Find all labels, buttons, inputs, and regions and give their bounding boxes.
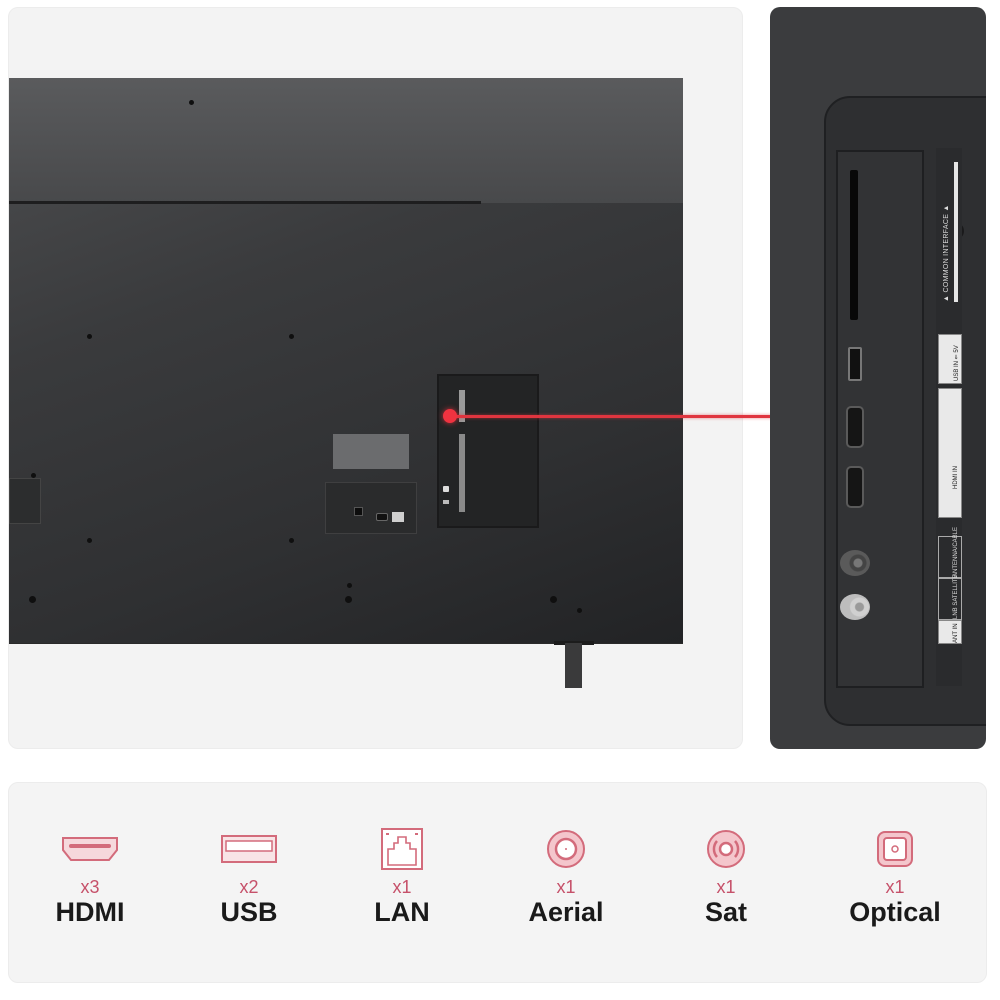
aerial-name: Aerial <box>528 897 604 927</box>
screw-hole <box>189 100 194 105</box>
usb-icon <box>174 827 324 871</box>
connector-sat: x1 Sat <box>651 827 801 927</box>
sat-icon <box>651 827 801 871</box>
antenna-port <box>840 550 870 576</box>
screw-hole <box>31 473 36 478</box>
tv-rear-panel <box>8 7 743 749</box>
stand-neck <box>565 643 582 688</box>
lan-port <box>392 512 404 522</box>
aerial-icon <box>491 827 641 871</box>
tv-seam <box>9 201 481 204</box>
io-inner-panel <box>836 150 924 688</box>
callout-marker <box>443 409 457 423</box>
connectivity-summary: x3 HDMI x2 USB x1 LAN x1 Aerial x1 Sat x… <box>8 782 987 983</box>
hdmi-name: HDMI <box>55 897 125 927</box>
lan-count: x1 <box>392 877 412 897</box>
vesa-hole <box>87 334 92 339</box>
callout-line <box>449 415 774 418</box>
hdmi-label: HDMI IN <box>938 388 962 518</box>
hdmi-icon <box>15 827 165 871</box>
connector-aerial: x1 Aerial <box>491 827 641 927</box>
io-bezel: ▲ COMMON INTERFACE ▲ USB IN ⇐ 5V HDMI IN… <box>824 96 986 726</box>
common-interface-slot <box>850 170 858 320</box>
power-inlet <box>9 478 41 524</box>
screw-hole <box>577 608 582 613</box>
optical-icon <box>820 827 970 871</box>
coax-port <box>443 500 449 504</box>
connector-usb: x2 USB <box>174 827 324 927</box>
screw-hole <box>29 596 36 603</box>
vesa-hole <box>289 334 294 339</box>
hdmi-count: x3 <box>80 877 100 897</box>
rear-io-box <box>325 482 417 534</box>
sat-name: Sat <box>704 897 748 927</box>
connector-lan: x1 LAN <box>327 827 477 927</box>
ant-in-label: ANT IN <box>938 620 962 644</box>
aerial-count: x1 <box>556 877 576 897</box>
screw-hole <box>550 596 557 603</box>
port-label-strip: ▲ COMMON INTERFACE ▲ USB IN ⇐ 5V HDMI IN… <box>936 148 962 686</box>
usb-count: x2 <box>239 877 259 897</box>
optical-port <box>354 507 363 516</box>
tv-upper-section <box>9 78 683 203</box>
coax-port <box>443 486 449 492</box>
ci-label-text: ▲ COMMON INTERFACE ▲ <box>943 204 950 302</box>
satellite-label: LNB SATELLITE <box>938 574 962 620</box>
connector-optical: x1 Optical <box>820 827 970 927</box>
antenna-label: ANTENNA/CABLE <box>938 527 962 578</box>
sat-count: x1 <box>716 877 736 897</box>
screw-hole <box>345 596 352 603</box>
tv-back-image <box>9 78 683 643</box>
optical-count: x1 <box>885 877 905 897</box>
hdmi-port-1 <box>846 406 864 448</box>
ci-label: ▲ COMMON INTERFACE ▲ <box>940 162 958 302</box>
satellite-port <box>840 594 870 620</box>
hdmi-port-2 <box>846 466 864 508</box>
port-strip <box>459 434 465 512</box>
side-io-panel <box>437 374 539 528</box>
lan-icon <box>327 827 477 871</box>
vesa-hole <box>289 538 294 543</box>
hdmi-port <box>376 513 388 521</box>
screw-hole <box>347 583 352 588</box>
rating-label <box>333 434 409 469</box>
usb-label: USB IN ⇐ 5V <box>938 334 962 384</box>
vesa-hole <box>87 538 92 543</box>
optical-name: Optical <box>849 897 941 927</box>
usb-port <box>848 347 862 381</box>
lan-name: LAN <box>374 897 430 927</box>
ci-slot <box>459 390 465 422</box>
connector-hdmi: x3 HDMI <box>15 827 165 927</box>
io-zoom-panel: ▲ COMMON INTERFACE ▲ USB IN ⇐ 5V HDMI IN… <box>770 7 986 749</box>
usb-name: USB <box>220 897 278 927</box>
